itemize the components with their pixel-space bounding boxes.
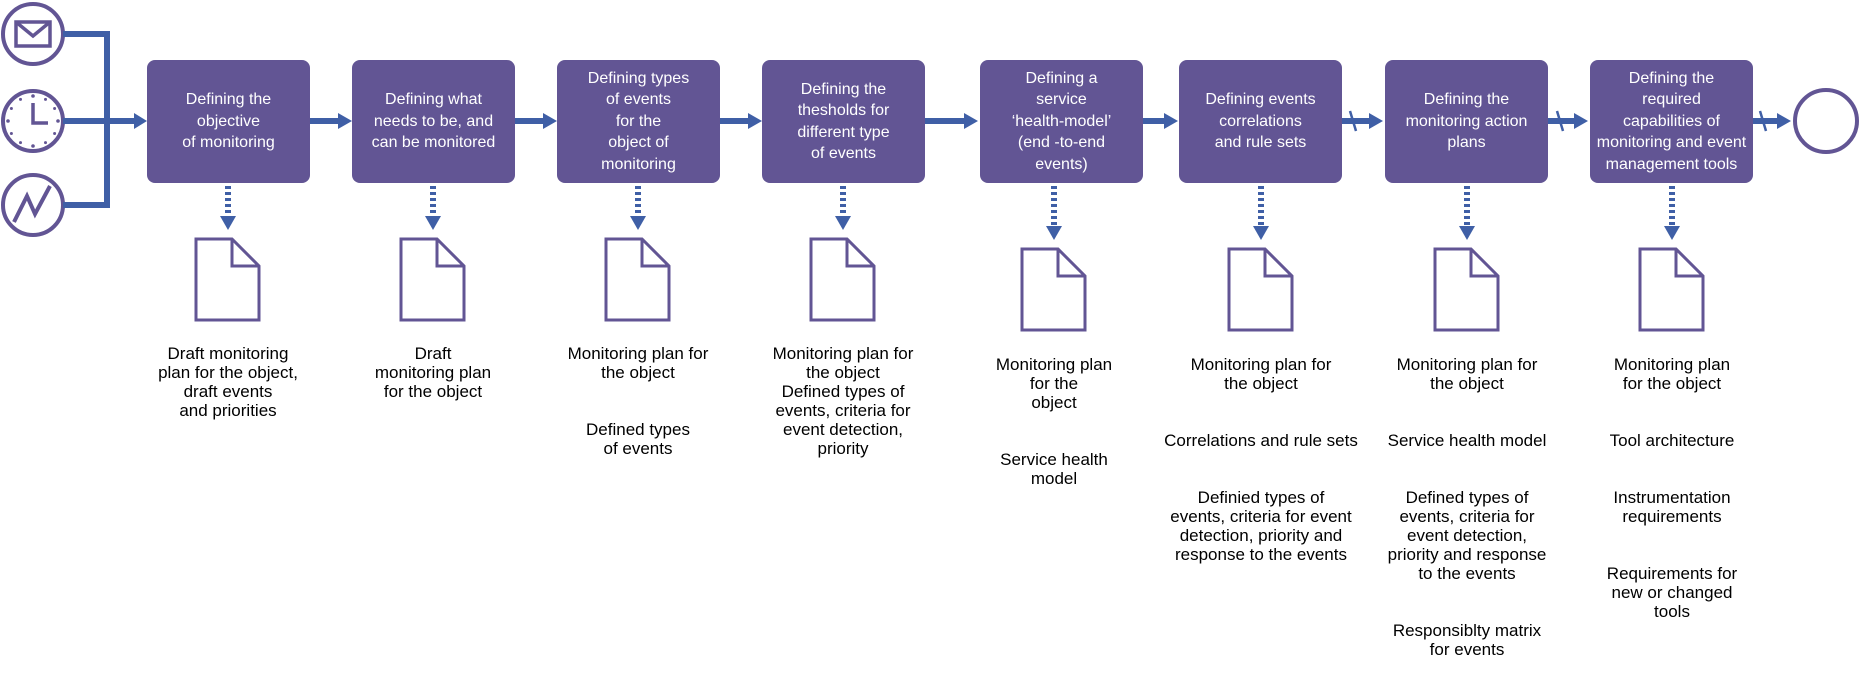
output-paragraph: Draft monitoring plan for the object xyxy=(374,344,492,401)
envelope-icon xyxy=(1,2,65,66)
step-box: Defining what needs to be, and can be mo… xyxy=(352,60,515,183)
document-icon xyxy=(194,237,261,322)
document-icon xyxy=(1020,247,1087,332)
step-label: Defining events correlations and rule se… xyxy=(1205,91,1316,152)
step-box: Defining events correlations and rule se… xyxy=(1179,60,1342,183)
flow-connector-2 xyxy=(515,113,557,129)
document-icon xyxy=(1433,247,1500,332)
flow-connector-6 xyxy=(1342,110,1383,132)
clock-icon xyxy=(1,89,65,153)
output-arrow-5 xyxy=(1046,186,1062,240)
output-paragraph: Tool architecture xyxy=(1609,431,1735,450)
output-paragraph: Service health model xyxy=(1387,431,1547,450)
lightning-icon xyxy=(1,173,65,237)
flow-connector-7 xyxy=(1548,110,1588,132)
output-paragraph: Correlations and rule sets xyxy=(1164,431,1358,450)
step-box: Defining the monitoring action plans xyxy=(1385,60,1548,183)
step-label: Defining the objective of monitoring xyxy=(182,91,275,152)
output-text: Monitoring plan for the object Defined t… xyxy=(538,325,738,477)
output-text: Draft monitoring plan for the object, dr… xyxy=(128,325,328,439)
input-merge-connector xyxy=(63,31,136,208)
output-paragraph: Definied types of events, criteria for e… xyxy=(1170,488,1352,564)
flow-connector-3 xyxy=(720,113,762,129)
output-arrow-1 xyxy=(220,186,236,230)
step-label: Defining types of events for the object … xyxy=(587,69,690,173)
flow-connector-5 xyxy=(1143,113,1178,129)
step-label: Defining the required capabilities of mo… xyxy=(1596,69,1747,173)
output-arrow-6 xyxy=(1253,186,1269,240)
flow-connector-end xyxy=(1753,110,1791,132)
step-label: Defining the thesholds for different typ… xyxy=(797,80,890,163)
output-paragraph: Service health model xyxy=(1000,450,1108,488)
output-arrow-4 xyxy=(835,186,851,230)
output-text: Monitoring plan for the object Correlati… xyxy=(1151,336,1371,583)
flow-connector-4 xyxy=(925,113,978,129)
output-paragraph: Responsiblty matrix for events xyxy=(1392,621,1542,659)
output-arrow-2 xyxy=(425,186,441,230)
end-circle-icon xyxy=(1793,88,1859,154)
process-diagram xyxy=(1,2,1859,332)
output-arrow-8 xyxy=(1664,186,1680,240)
step-box: Defining the objective of monitoring xyxy=(147,60,310,183)
flow-connector-1 xyxy=(310,113,352,129)
step-label: Defining a service ‘health-model’ (end -… xyxy=(1011,69,1112,173)
output-paragraph: Requirements for new or changed tools xyxy=(1606,564,1738,621)
output-paragraph: Instrumentation requirements xyxy=(1613,488,1731,526)
output-paragraph: Draft monitoring plan for the object, dr… xyxy=(158,344,298,420)
step-box: Defining a service ‘health-model’ (end -… xyxy=(980,60,1143,183)
output-text: Monitoring plan for the object Service h… xyxy=(954,336,1154,507)
output-paragraph: Monitoring plan for the object xyxy=(995,355,1113,412)
output-arrow-7 xyxy=(1459,186,1475,240)
document-icon xyxy=(399,237,466,322)
document-icon xyxy=(1227,247,1294,332)
document-icon xyxy=(1638,247,1705,332)
output-paragraph: Monitoring plan for the object xyxy=(1613,355,1731,393)
output-text: Monitoring plan for the object Tool arch… xyxy=(1572,336,1772,640)
output-paragraph: Defined types of events xyxy=(586,420,690,458)
step-label: Defining what needs to be, and can be mo… xyxy=(371,91,496,152)
output-arrow-3 xyxy=(630,186,646,230)
output-paragraph: Monitoring plan for the object xyxy=(1396,355,1538,393)
step-box: Defining the required capabilities of mo… xyxy=(1590,60,1753,183)
output-text: Monitoring plan for the object Defined t… xyxy=(743,325,943,477)
output-paragraph: Monitoring plan for the object xyxy=(1190,355,1332,393)
step-label: Defining the monitoring action plans xyxy=(1405,91,1528,152)
output-paragraph: Defined types of events, criteria for ev… xyxy=(1387,488,1547,583)
document-icon xyxy=(604,237,671,322)
step-box: Defining the thesholds for different typ… xyxy=(762,60,925,183)
output-paragraph: Monitoring plan for the object Defined t… xyxy=(772,344,914,458)
output-text: Draft monitoring plan for the object xyxy=(333,325,533,420)
document-icon xyxy=(809,237,876,322)
input-arrowhead xyxy=(134,113,147,129)
output-paragraph: Monitoring plan for the object xyxy=(567,344,709,382)
step-box: Defining types of events for the object … xyxy=(557,60,720,183)
output-text: Monitoring plan for the object Service h… xyxy=(1362,336,1572,678)
